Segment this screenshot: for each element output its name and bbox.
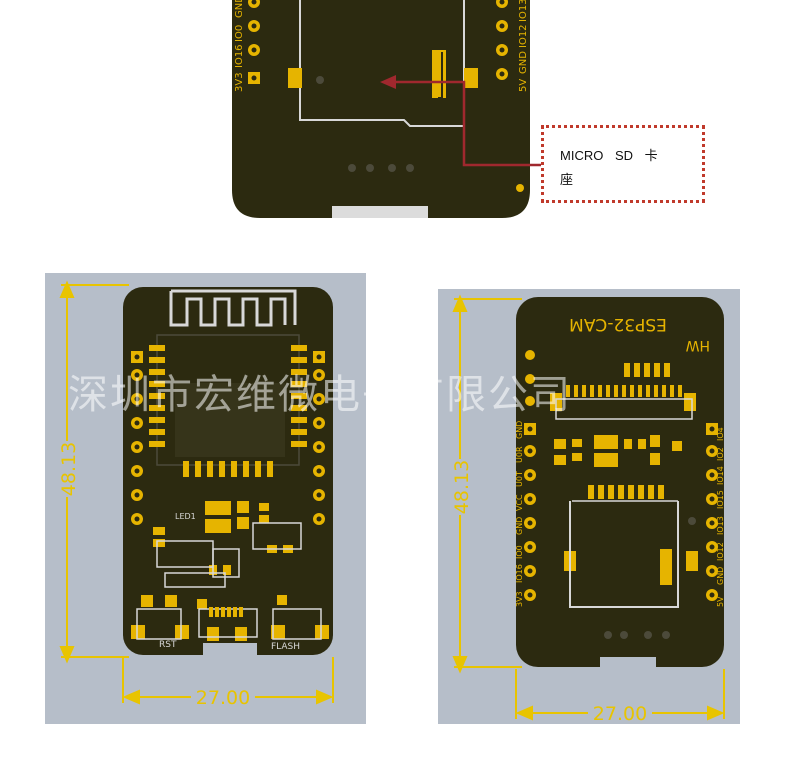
usb-connector-pads	[209, 607, 243, 617]
back-left-pin-label: IO0	[515, 545, 524, 559]
back-right-pin-label: IO13	[716, 516, 725, 535]
callout-line2: 座	[560, 172, 574, 187]
front-board-panel: 27.00 48.13	[45, 273, 366, 724]
top-board-slot	[332, 206, 428, 218]
camera-connector-pads	[550, 363, 696, 411]
back-right-pin-label: IO4	[716, 427, 725, 441]
back-left-pin-label: U0R	[515, 446, 524, 463]
back-right-pin-label: IO2	[716, 447, 725, 461]
company-watermark: 深圳市宏维微电子有限公司	[68, 372, 572, 418]
back-left-pin-label: GND	[515, 517, 524, 535]
front-components	[131, 501, 329, 641]
back-left-pin-label: IO16	[515, 564, 524, 583]
top-board	[232, 0, 530, 218]
top-right-pin-label: 5V	[518, 79, 529, 92]
pcb-antenna	[169, 289, 297, 327]
front-board	[123, 287, 333, 655]
back-components	[554, 435, 698, 585]
sd-pad	[288, 68, 302, 88]
back-vias	[604, 517, 696, 639]
back-right-pin-label: GND	[716, 567, 725, 585]
top-right-pin-label: GND	[518, 51, 529, 74]
back-right-pin-label: IO15	[716, 490, 725, 509]
back-sd-socket-outline	[569, 501, 679, 608]
back-board-title: ESP32-CAM	[569, 314, 667, 334]
back-left-pin-label: U0T	[515, 471, 524, 487]
sd-pad	[464, 68, 478, 88]
back-left-pin-label: VCC	[515, 494, 524, 511]
top-right-pin-label: IO13	[518, 0, 529, 22]
front-width-dimension	[122, 657, 334, 705]
top-left-pin-label: IO0	[234, 25, 245, 42]
top-left-pin-label: GND	[234, 0, 245, 18]
front-width-label: 27.00	[196, 687, 250, 709]
arrow-head	[380, 75, 396, 89]
front-board-slot	[203, 643, 257, 655]
micro-sd-callout: MICRO SD 卡 座	[541, 125, 705, 203]
back-left-pin-label: GND	[515, 421, 524, 439]
back-right-pin-label: IO14	[716, 466, 725, 485]
top-left-pin-label: IO16	[234, 44, 245, 68]
back-height-label: 48.13	[451, 460, 473, 514]
rst-label: RST	[159, 640, 177, 650]
top-left-pin-label: 3V3	[234, 72, 245, 92]
back-right-pin-label: IO12	[716, 542, 725, 561]
back-left-pin-label: 3V3	[515, 591, 524, 607]
back-left-pin-labels: 3V3 IO16 IO0 GND VCC U0T U0R GND	[515, 421, 524, 607]
top-left-pins	[248, 0, 260, 84]
back-right-pin-label: 5V	[716, 596, 725, 607]
top-fiducial	[516, 184, 524, 192]
callout-line1: MICRO SD 卡	[560, 148, 658, 163]
top-vias	[316, 76, 414, 172]
back-right-pin-labels: 5V GND IO12 IO13 IO15 IO14 IO2 IO4	[716, 427, 725, 607]
camera-connector-outline	[555, 398, 693, 420]
callout-arrow	[380, 75, 542, 167]
back-board-panel: 48.13 27.00 ESP32-CAM HW	[438, 289, 740, 724]
back-width-label: 27.00	[593, 703, 647, 724]
esp32-module-outline	[156, 334, 300, 466]
module-side-pads	[149, 345, 307, 477]
back-header-pins	[524, 350, 718, 601]
module-shield	[175, 383, 285, 457]
front-height-label: 48.13	[58, 442, 80, 496]
flash-label: FLASH	[271, 642, 300, 652]
front-silkscreen	[136, 522, 322, 640]
back-board-slot	[600, 657, 656, 667]
top-right-pins	[496, 0, 508, 80]
top-board-panel: 3V3 IO16 IO0 GND 5V GND IO12 IO13	[232, 0, 530, 218]
led-label: LED1	[175, 512, 196, 521]
top-right-pin-label: IO12	[518, 24, 529, 48]
hw-label: HW	[685, 337, 710, 353]
